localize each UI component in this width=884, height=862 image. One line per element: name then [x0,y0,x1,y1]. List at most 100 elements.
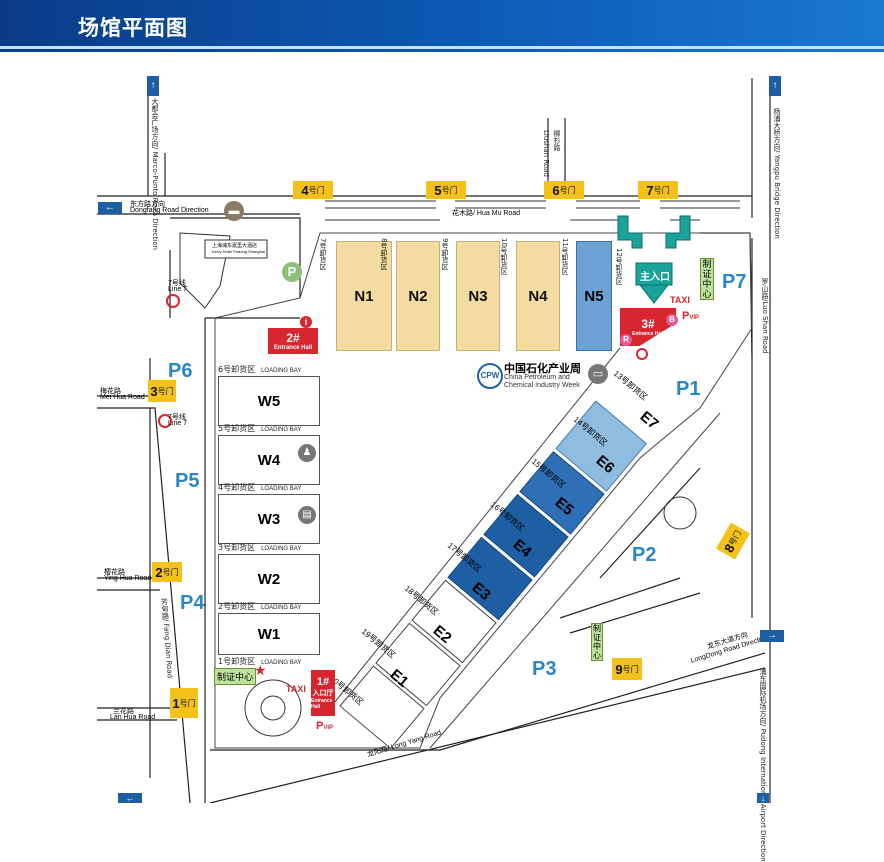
hotel-label-cn: 上海浦东嘉里大酒店 [212,243,258,249]
entrance-2-en: Entrance Hall [273,345,313,351]
hotel-label-en: Kerry Hotel Pudong,Shanghai [212,249,265,254]
bay-9-label: 9号卸货区 [441,238,449,271]
metro-label-north-en: Line 7 [168,286,188,293]
hall-w5-label: W5 [257,392,281,410]
taxi-car-icon: ▬ [224,201,244,221]
metro-label-west-en: Line 7 [168,420,188,427]
parking-p4: P4 [180,592,205,614]
hall-n5-label: N5 [584,287,604,305]
road-lanhua-en: Lan Hua Road [110,714,156,721]
entrance-1-en: Entrance Hall [311,698,333,710]
road-luoshan: 罗山路/Luo Shan Road [761,278,769,354]
star-icon: ★ [254,662,267,678]
road-huamu: 花木路/ Hua Mu Road [452,210,521,217]
parking-p7: P7 [722,271,747,293]
entrance-2-number: 2# [286,331,300,345]
parking-p6: P6 [168,360,193,382]
main-entrance-label[interactable]: 主入口 [640,272,670,283]
parking-p5: P5 [175,470,200,492]
hall-w4-label: W4 [257,451,281,469]
taxi-sign-west: TAXI [286,684,306,694]
arrow-down-icon: ↓ [757,793,769,803]
hall-e6 [519,450,605,535]
main-entrance-arrows [617,215,691,304]
arrow-up-icon: ↑ [147,76,159,96]
entrance-3-en: Entrance Hall [632,331,664,337]
taxi-sign-main: TAXI [670,295,690,305]
location-marker-icon [636,348,648,360]
bay-7-label: 7号卸货区 [319,238,327,271]
hall-e3 [411,579,497,664]
luggage-icon: ▤ [298,506,316,524]
hall-w5[interactable]: W5 [218,376,320,426]
parking-p1: P1 [676,378,701,400]
venue-map: N1 N2 N3 N4 N5 7号卸货区 8号卸货区 9号卸货区 10号卸货区 … [0,58,884,862]
business-icon: B [666,314,678,326]
arrow-up-right-icon: ↑ [769,76,781,96]
cert-center-east[interactable]: 制证中心 [700,258,714,300]
event-title-en-1: China Petroleum and [504,374,570,381]
event-logo: CPW [477,363,503,389]
hall-w2[interactable]: W2 [218,554,320,604]
hall-n5[interactable]: N5 [576,241,612,351]
arrow-right-icon: → [760,630,784,642]
page-title: 场馆平面图 [78,16,188,40]
metro-icon-north [166,294,180,308]
hall-n3-label: N3 [468,287,488,305]
restaurant-icon: R [620,334,632,346]
vip-parking-west: PVIP [316,720,334,732]
hall-w3-label: W3 [257,510,281,528]
parking-p3: P3 [532,658,557,680]
bay-12-label: 12号卸货区 [615,248,623,285]
hall-w2-label: W2 [257,570,281,588]
hall-e2 [375,622,461,707]
road-yangpu: 杨浦大桥方向/ Yangpu Bridge Direction [773,108,781,239]
road-yinghua-en: Ying Hua Road [104,575,152,582]
header-divider [0,46,884,49]
page-header: 场馆平面图 [0,0,884,52]
hall-n4[interactable]: N4 [516,241,560,351]
entrance-hall-1[interactable]: 1# 入口厅 Entrance Hall [311,670,335,716]
road-lanhua-cn: 兰花路 [113,708,134,715]
bay-10-label: 10号卸货区 [500,238,508,275]
hall-w4[interactable]: W4 [218,435,320,485]
parking-p2: P2 [632,544,657,566]
east-halls [339,400,648,750]
cert-center-south[interactable]: 制证中心 [591,623,603,661]
cert-center-west[interactable]: 制证中心 [214,668,257,685]
event-title-en-2: Chemical Industry Week [504,382,580,389]
entrance-1-cn: 入口厅 [312,690,334,697]
bay-11-label: 11号卸货区 [561,238,569,275]
road-dongfang-en: Dongfang Road Direction [130,207,209,214]
hall-n1[interactable]: N1 [336,241,392,351]
event-title-cn: 中国石化产业周 [504,362,581,375]
hall-w1[interactable]: W1 [218,613,320,655]
vip-parking-east: PVIP [682,310,700,322]
metro-icon-west [158,414,172,428]
hall-e4 [447,536,533,621]
metro-label-west-cn: 7号线 [168,414,186,421]
road-meihua-en: Mei Hua Road [100,394,145,401]
service-desk-icon: ♟ [298,444,316,462]
hall-n1-label: N1 [354,287,374,305]
hall-e1 [339,665,425,750]
hall-n4-label: N4 [528,287,548,305]
hall-n2[interactable]: N2 [396,241,440,351]
bay-8-label: 8号卸货区 [380,238,388,271]
road-liushan-en: Liushan Road [542,130,550,177]
arrow-left-icon: ← [98,202,122,214]
entrance-hall-2[interactable]: 2# Entrance Hall [268,328,318,354]
hall-n3[interactable]: N3 [456,241,500,351]
